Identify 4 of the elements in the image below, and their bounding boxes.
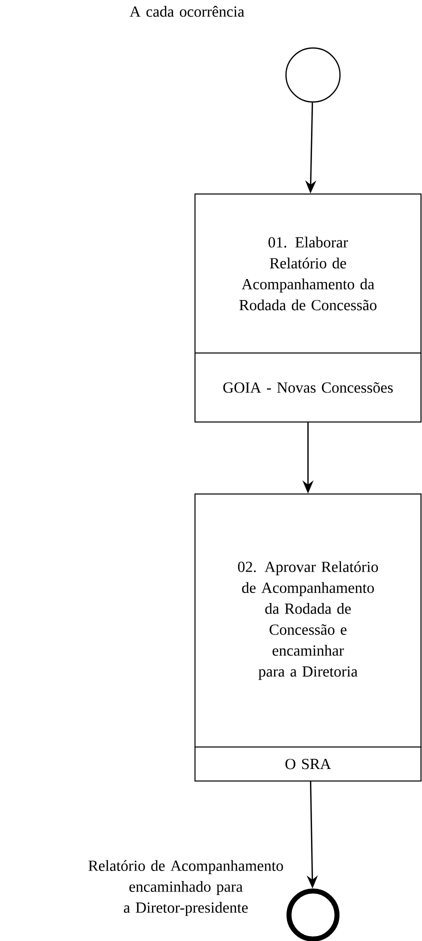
event-label: A cada ocorrência xyxy=(130,6,244,17)
event-label: Relatório de Acompanhamento encaminhado para a Diretor-presidente xyxy=(88,860,283,916)
process-box: 01. Elaborar Relatório de Acompanhamento da Rodada de Concessão GOIA - Novas Concessões xyxy=(194,194,422,422)
process-box: 02. Aprovar Relatório de Acompanhamento da Rodada de Concessão e encaminhar para a Diretoria O SRA xyxy=(194,494,422,782)
